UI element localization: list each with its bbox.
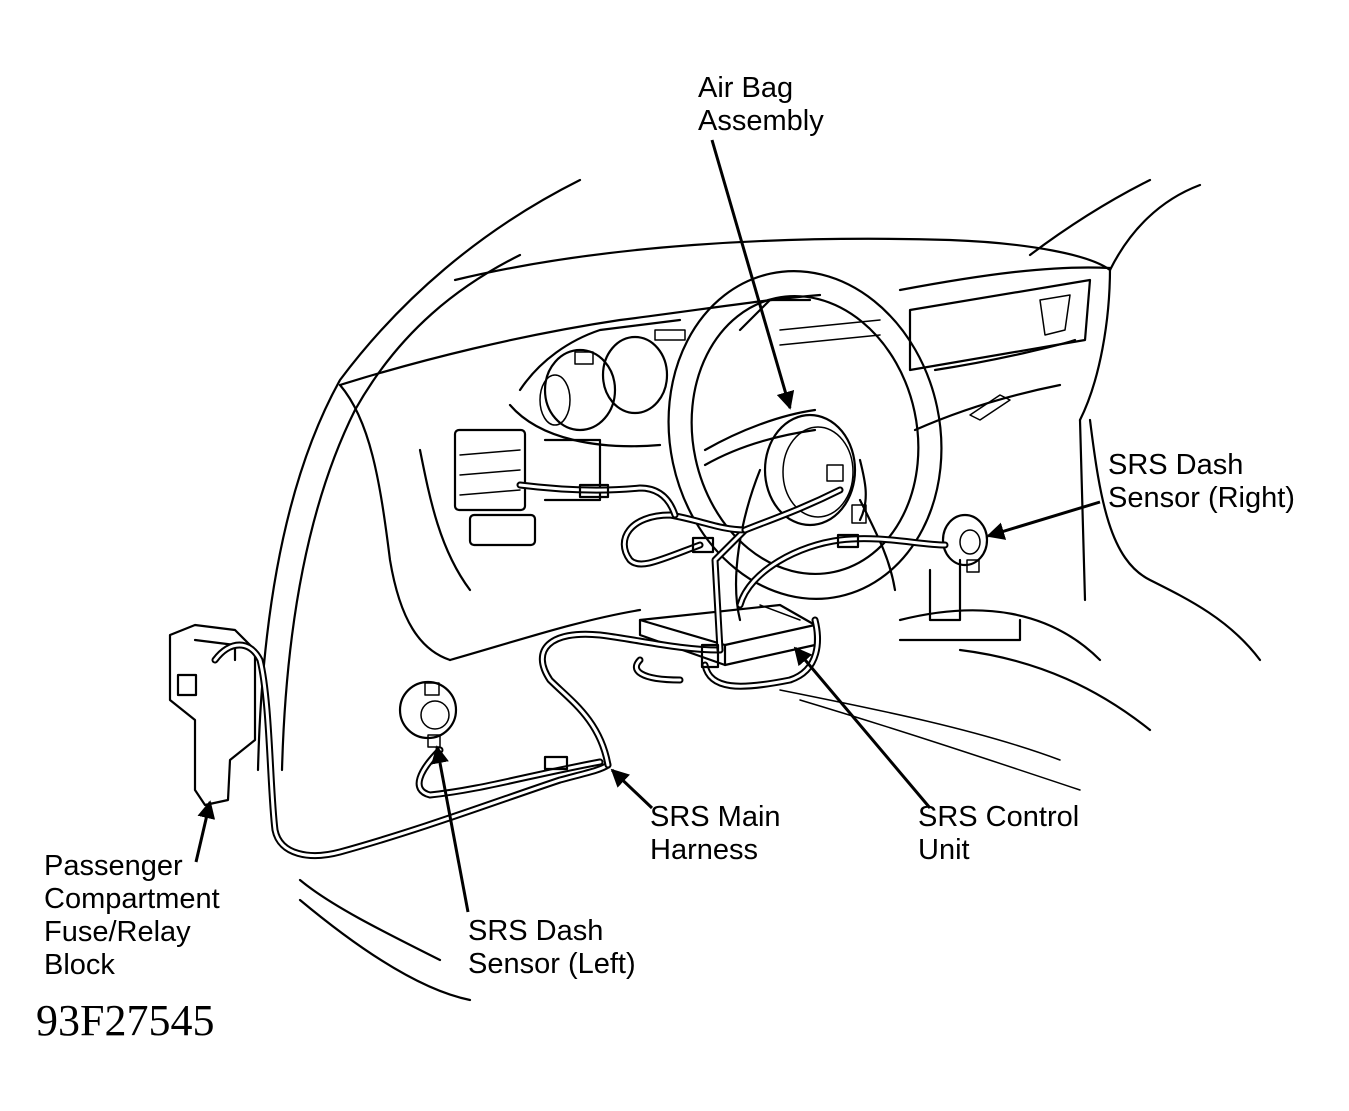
label-srs-main-harness: SRS Main Harness [650,801,781,866]
label-srs-dash-sensor-right: SRS Dash Sensor (Right) [1108,449,1295,514]
label-srs-dash-sensor-left: SRS Dash Sensor (Left) [468,915,636,980]
instrument-cluster [508,318,686,448]
steering-wheel [667,270,943,600]
dashboard-outline [338,266,1262,662]
figure-code: 93F27545 [36,996,215,1045]
windshield-outline [453,178,1202,282]
leader-srs-main-harness [610,768,654,810]
left-vent-panel [418,428,602,592]
leader-srs-dash-sensor-left [431,745,470,913]
srs-control-unit-box [638,603,817,667]
fuse-relay-block [168,623,257,807]
label-srs-control-unit: SRS Control Unit [918,801,1080,866]
center-console [735,468,1152,791]
leader-air-bag-assembly [710,139,795,410]
left-dash-sensor [398,680,458,748]
label-air-bag-assembly: Air Bag Assembly [698,72,824,137]
leader-srs-control-unit [793,646,932,809]
leader-fuse-relay-block [194,800,216,863]
right-dash-sensor [941,513,989,573]
a-pillar-outline [256,178,582,1002]
label-passenger-compartment-fuse-relay-block: Passenger Compartment Fuse/Relay Block [44,850,220,981]
leader-srs-dash-sensor-right [986,500,1101,540]
srs-harness [211,481,949,859]
